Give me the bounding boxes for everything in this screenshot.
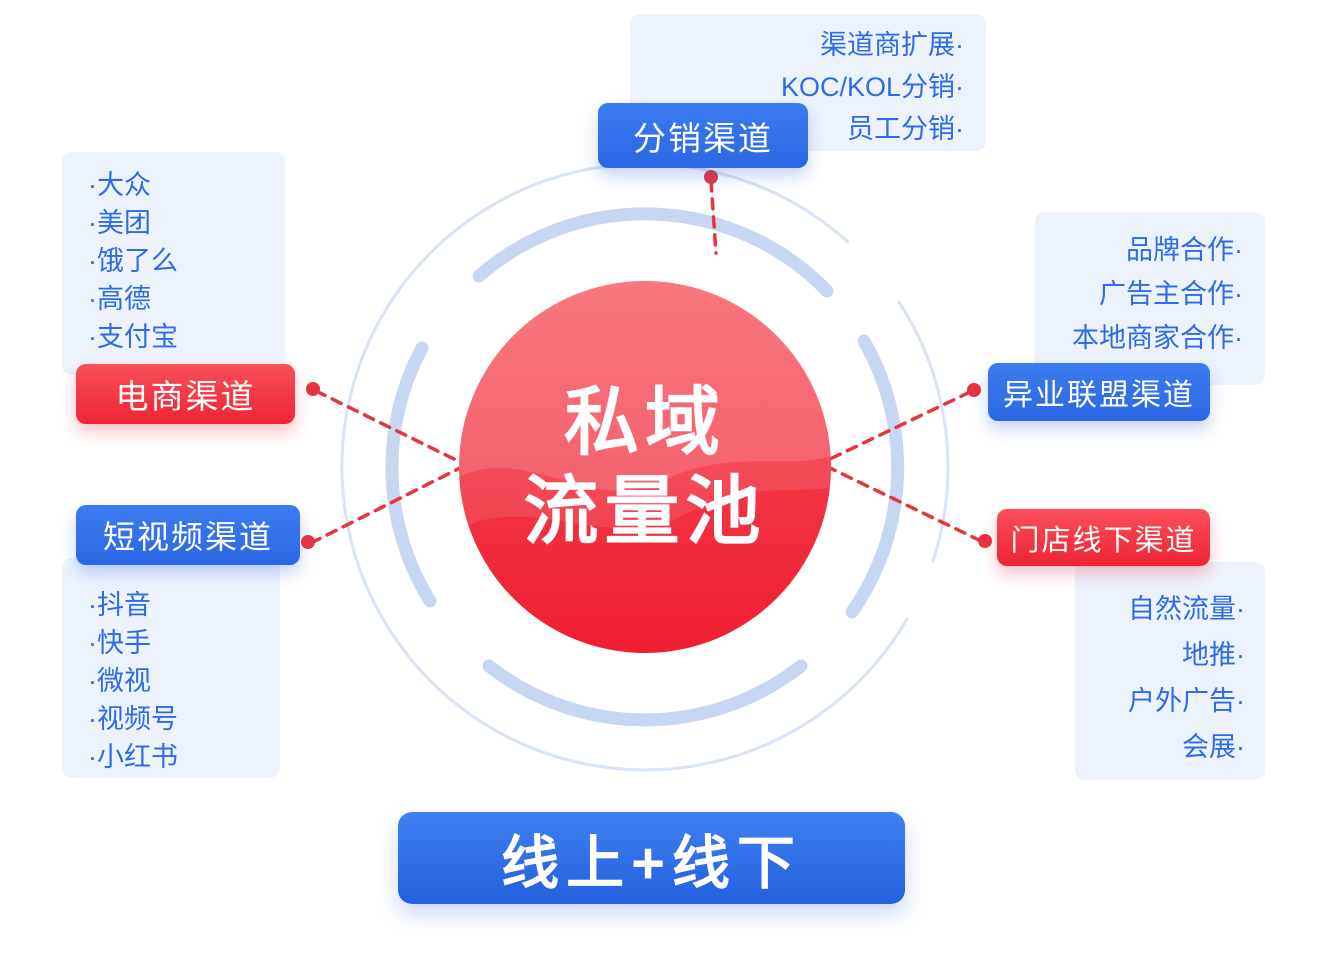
list-item: 广告主合作· — [1099, 279, 1243, 309]
list-item: 渠道商扩展· — [820, 30, 964, 60]
list-item: 会展· — [1182, 732, 1245, 762]
panel-ecommerce-items: ·大众 ·美团 ·饿了么 ·高德 ·支付宝 — [62, 152, 285, 375]
button-label: 异业联盟渠道 — [1003, 379, 1195, 412]
list-item: ·微视 — [88, 666, 151, 696]
list-item: 自然流量· — [1128, 594, 1245, 624]
button-label: 电商渠道 — [115, 378, 256, 415]
button-ecommerce-channel[interactable]: 电商渠道 — [76, 364, 295, 424]
button-alliance-channel[interactable]: 异业联盟渠道 — [988, 363, 1210, 421]
panel-offline-items: 自然流量· 地推· 户外广告· 会展· — [1075, 562, 1265, 780]
center-circle — [459, 281, 831, 653]
center-title: 私域 流量池 — [459, 281, 831, 653]
connector-offline — [828, 466, 983, 543]
button-label: 门店线下渠道 — [1010, 524, 1197, 557]
list-item: ·支付宝 — [88, 322, 178, 352]
panel-distribution-items: 渠道商扩展· KOC/KOL分销· 员工分销· — [630, 14, 986, 151]
center-title-line1: 私域 — [563, 380, 726, 465]
list-item: ·小红书 — [88, 742, 178, 772]
wave-highlight-1 — [459, 281, 831, 491]
banner-label: 线上+线下 — [501, 831, 802, 896]
banner-online-plus-offline: 线上+线下 — [398, 812, 905, 904]
button-shortvideo-channel[interactable]: 短视频渠道 — [76, 505, 300, 565]
connector-ecommerce — [314, 389, 462, 464]
button-distribution-channel[interactable]: 分销渠道 — [598, 103, 808, 168]
list-item: KOC/KOL分销· — [780, 72, 964, 102]
orbit-ring-inner — [385, 207, 905, 727]
connector-dots — [301, 170, 992, 549]
wave-highlight-2 — [459, 281, 831, 540]
center-title-line2: 流量池 — [523, 469, 767, 553]
connector-lines — [309, 179, 983, 545]
list-item: 本地商家合作· — [1072, 323, 1243, 353]
list-item: 地推· — [1182, 640, 1245, 670]
panel-shortvideo-items: ·抖音 ·快手 ·微视 ·视频号 ·小红书 — [62, 558, 280, 778]
connector-shortvideo — [309, 466, 462, 545]
connector-alliance — [828, 390, 972, 461]
list-item: 员工分销· — [847, 114, 964, 144]
connector-distribution — [709, 179, 718, 255]
button-offline-store-channel[interactable]: 门店线下渠道 — [997, 509, 1210, 566]
list-item: ·快手 — [88, 628, 151, 658]
list-item: ·饿了么 — [88, 246, 178, 276]
list-item: ·大众 — [88, 170, 151, 200]
panel-alliance-items: 品牌合作· 广告主合作· 本地商家合作· — [1035, 212, 1265, 385]
button-label: 短视频渠道 — [102, 519, 273, 555]
button-label: 分销渠道 — [633, 119, 773, 157]
list-item: 户外广告· — [1128, 686, 1245, 716]
list-item: 品牌合作· — [1126, 235, 1243, 265]
list-item: ·抖音 — [88, 590, 151, 620]
list-item: ·视频号 — [88, 704, 178, 734]
list-item: ·高德 — [88, 284, 151, 314]
list-item: ·美团 — [88, 208, 151, 238]
